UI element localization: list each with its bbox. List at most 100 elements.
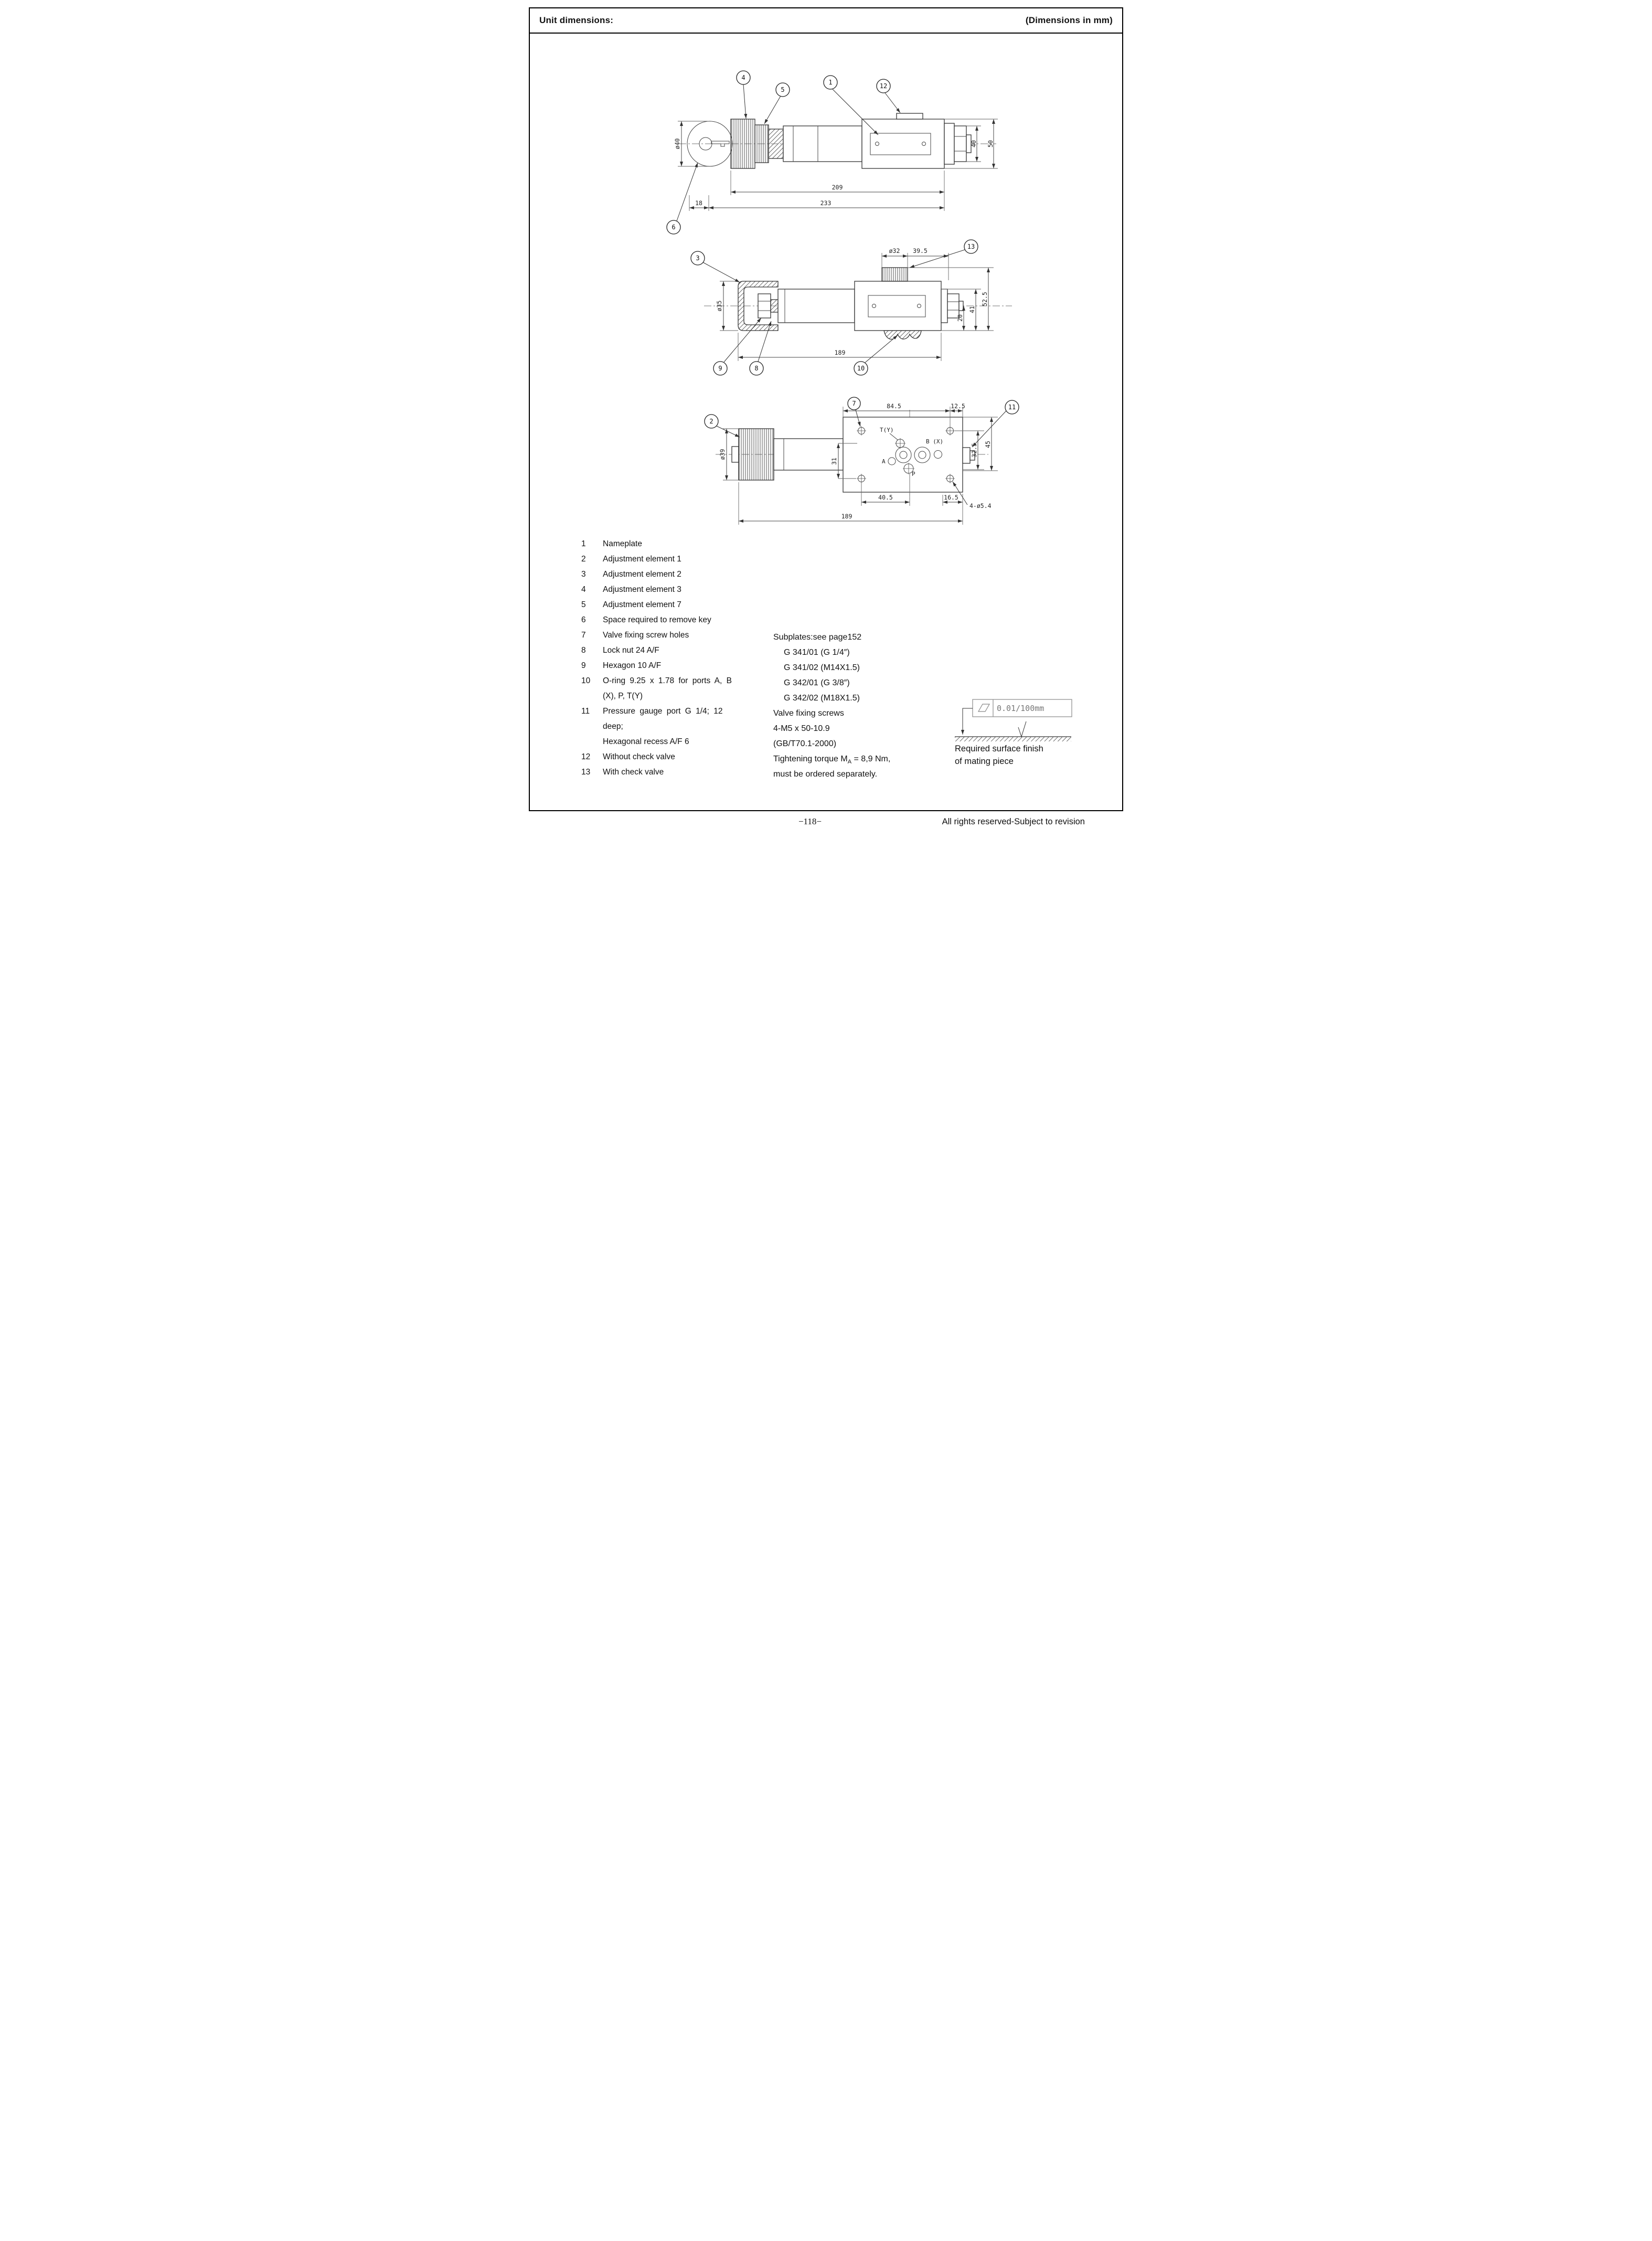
legend-row: Hexagonal recess A/F 6 bbox=[581, 734, 776, 749]
callouts: 2 7 11 bbox=[704, 397, 1019, 448]
legend-number: 8 bbox=[581, 646, 586, 655]
page-header: Unit dimensions: (Dimensions in mm) bbox=[530, 8, 1122, 34]
valve-body-block bbox=[861, 119, 945, 169]
surface-finish-figure: 0.01/100mm Required surface finish of ma… bbox=[955, 699, 1072, 766]
catalog-page: Unit dimensions: (Dimensions in mm) bbox=[516, 0, 1136, 841]
fixing-screw-holes bbox=[857, 426, 955, 483]
notes-block: Subplates:see page152 G 341/01 (G 1/4″) … bbox=[773, 630, 952, 782]
lock-nut bbox=[758, 293, 771, 318]
port-label-t: T(Y) bbox=[880, 427, 894, 433]
dim-label-84-5: 84.5 bbox=[887, 402, 901, 410]
legend-number bbox=[581, 688, 603, 704]
valve-tube bbox=[783, 125, 862, 162]
flatness-symbol-icon bbox=[977, 704, 990, 712]
port-bore-1 bbox=[895, 447, 912, 463]
unit-drawing-port-face: T(Y) B (X) A P ø39 84.5 12.5 31 bbox=[704, 397, 1019, 525]
legend-number bbox=[581, 734, 603, 749]
callout-label-10: 10 bbox=[857, 365, 865, 372]
nameplate bbox=[868, 295, 926, 317]
dim-label-189: 189 bbox=[835, 349, 846, 356]
legend-number: 12 bbox=[581, 752, 591, 761]
dim-label-39-5: 39.5 bbox=[913, 247, 928, 254]
legend-number: 10 bbox=[581, 676, 591, 685]
o-ring-section bbox=[883, 330, 922, 340]
subplate-option-2: G 341/02 (M14X1.5) bbox=[784, 663, 860, 672]
dim-label-20: 20 bbox=[956, 314, 964, 322]
adjustment-knob bbox=[730, 119, 755, 169]
callout-label-1: 1 bbox=[828, 79, 832, 86]
dim-label-45: 45 bbox=[984, 441, 992, 448]
flatness-tolerance-value: 0.01/100mm bbox=[997, 704, 1044, 713]
gauge-port-plug bbox=[969, 450, 975, 461]
legend-text: Space required to remove key bbox=[603, 615, 711, 624]
units-note: (Dimensions in mm) bbox=[1025, 15, 1113, 25]
plug-tip bbox=[958, 301, 964, 311]
legend-number: 2 bbox=[581, 555, 586, 564]
callout-label-6: 6 bbox=[672, 224, 675, 231]
dim-label-fixing-holes: 4-ø5.4 bbox=[969, 502, 992, 509]
subplate-option-1: G 341/01 (G 1/4″) bbox=[784, 648, 850, 657]
callout-balloon-5 bbox=[775, 82, 790, 97]
unit-drawing-cap-version: ø35 ø32 39.5 20 41 52.5 189 3 bbox=[690, 239, 1012, 376]
port-label-b: B (X) bbox=[926, 438, 943, 445]
legend-row: 8 Lock nut 24 A/F bbox=[581, 643, 776, 658]
legend-text: Lock nut 24 A/F bbox=[603, 646, 659, 655]
legend-text: (X), P, T(Y) bbox=[603, 692, 643, 700]
fixing-screws-title: Valve fixing screws bbox=[773, 709, 844, 718]
order-note: must be ordered separately. bbox=[773, 770, 878, 779]
legend-text: Pressure gauge port G 1/4; 12 bbox=[603, 707, 723, 716]
rights-notice: All rights reserved-Subject to revision bbox=[942, 817, 1085, 826]
nameplate bbox=[870, 133, 931, 155]
dim-label-dia39: ø39 bbox=[719, 449, 726, 460]
callout-balloon-12 bbox=[876, 79, 891, 93]
port-label-a: A bbox=[882, 458, 886, 465]
port-bore-2 bbox=[914, 447, 931, 463]
dim-label-40: 40 bbox=[970, 140, 977, 147]
gauge-port-fitting bbox=[962, 447, 971, 464]
dimensions: ø35 ø32 39.5 20 41 52.5 189 bbox=[716, 247, 994, 361]
dim-label-12-5: 12.5 bbox=[951, 402, 965, 410]
surface-hatching bbox=[955, 737, 1071, 741]
callout-label-7: 7 bbox=[852, 400, 856, 407]
legend-text: Hexagon 10 A/F bbox=[603, 661, 662, 670]
legend-text: O-ring 9.25 x 1.78 for ports A, B bbox=[603, 676, 732, 685]
legend-text: Adjustment element 3 bbox=[603, 585, 681, 594]
torque-value: = 8,9 Nm, bbox=[851, 755, 891, 763]
callout-balloon-13 bbox=[964, 239, 978, 254]
legend-row: 10 O-ring 9.25 x 1.78 for ports A, B bbox=[581, 673, 776, 688]
valve-tube bbox=[773, 438, 844, 471]
legend-text: Without check valve bbox=[603, 752, 675, 761]
legend-number: 9 bbox=[581, 661, 586, 670]
dim-label-50: 50 bbox=[987, 140, 994, 147]
legend-number: 5 bbox=[581, 600, 586, 609]
subplate-option-4: G 342/02 (M18X1.5) bbox=[784, 694, 860, 703]
dimensions: ø39 84.5 12.5 31 32.5 45 4 bbox=[719, 402, 998, 525]
callout-label-11: 11 bbox=[1008, 403, 1016, 411]
dim-label-52-5: 52.5 bbox=[981, 292, 988, 306]
legend-text: deep; bbox=[603, 722, 623, 731]
legend-text: With check valve bbox=[603, 768, 664, 777]
torque-note: Tightening torque MA = 8,9 Nm, bbox=[773, 751, 952, 767]
dim-label-209: 209 bbox=[832, 184, 843, 191]
callout-label-3: 3 bbox=[696, 254, 699, 262]
callout-balloon-4 bbox=[736, 70, 751, 85]
callout-label-13: 13 bbox=[967, 243, 975, 250]
check-valve-boss bbox=[881, 267, 908, 282]
callout-label-8: 8 bbox=[754, 365, 758, 372]
fixing-screws-spec: 4-M5 x 50-10.9 bbox=[773, 724, 830, 733]
legend-text: Hexagonal recess A/F 6 bbox=[603, 737, 689, 746]
end-step bbox=[941, 289, 948, 323]
callout-label-12: 12 bbox=[880, 82, 887, 90]
port-face bbox=[843, 417, 963, 493]
callouts: 4 5 1 12 6 bbox=[666, 70, 901, 235]
dim-label-16-5: 16.5 bbox=[944, 494, 958, 501]
threaded-section bbox=[768, 129, 784, 159]
protective-cap bbox=[738, 281, 779, 331]
end-step bbox=[944, 123, 955, 165]
legend-text: Nameplate bbox=[603, 539, 642, 548]
